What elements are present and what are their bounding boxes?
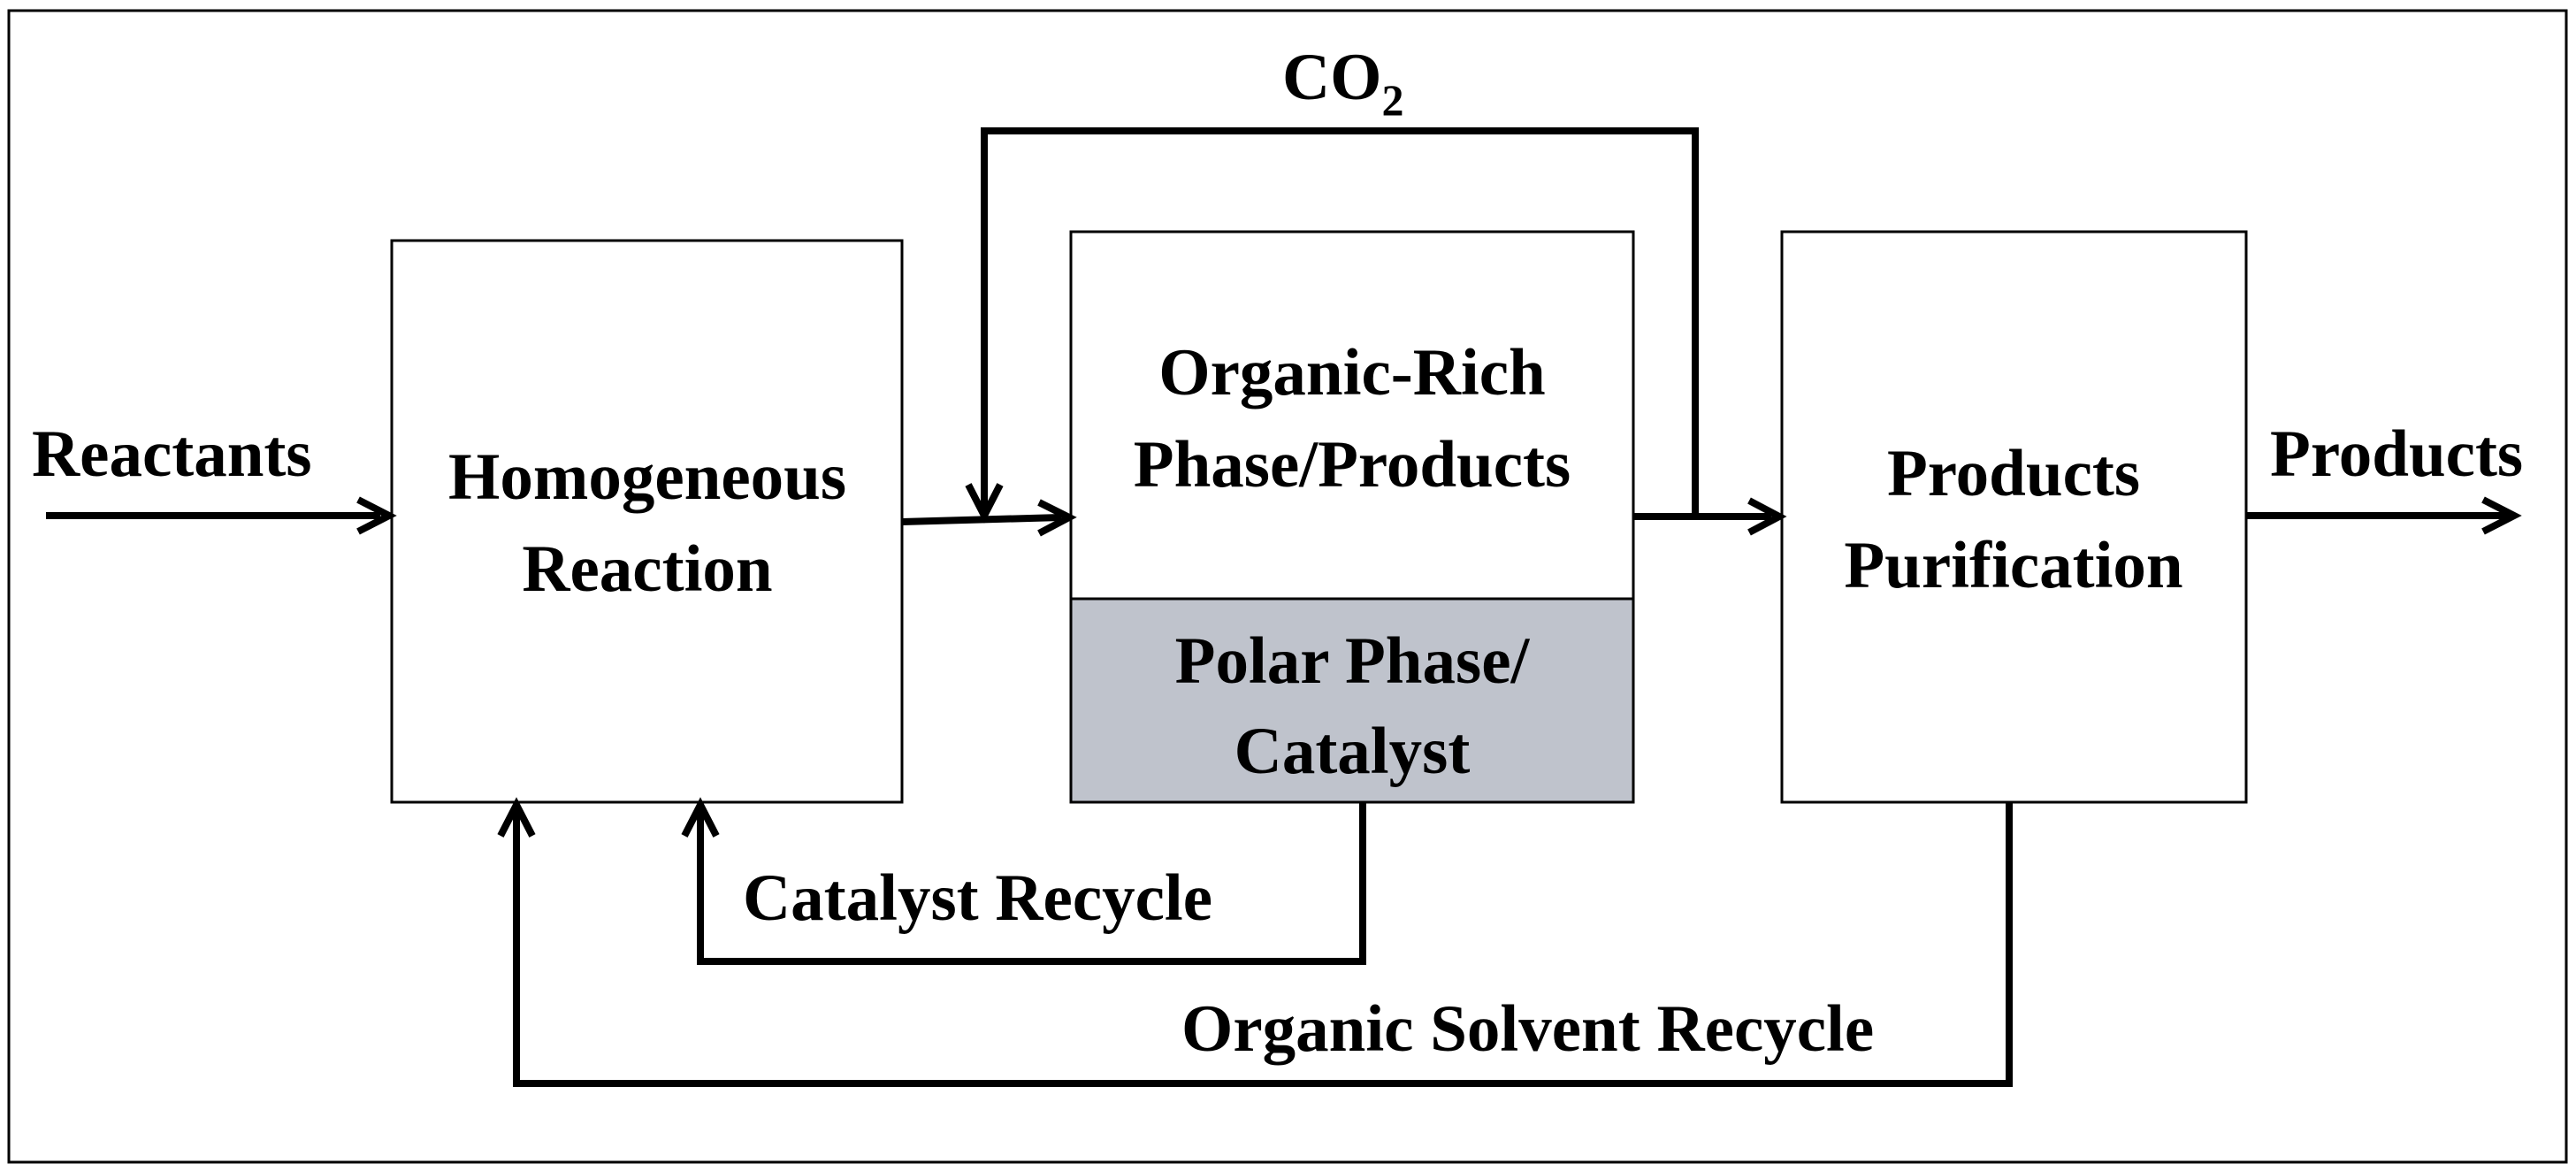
polar-phase-catalyst-box	[1069, 597, 1635, 804]
separator-to-purification-head	[1747, 497, 1787, 536]
co2-label-subscript: 2	[1382, 75, 1404, 125]
reaction-to-separator-head	[1037, 499, 1077, 537]
co2-recycle-line	[981, 127, 1699, 516]
products-output-label: Products	[2270, 417, 2523, 491]
co2-label-main: CO	[1282, 41, 1382, 114]
catalyst-recycle-head	[681, 797, 720, 838]
catalyst-recycle-line	[697, 802, 1366, 965]
organic-solvent-recycle-head	[497, 797, 536, 838]
catalyst-recycle-label: Catalyst Recycle	[743, 861, 1212, 935]
homogeneous-reaction-line1: Homogeneous	[448, 440, 846, 514]
homogeneous-reaction-line2: Reaction	[522, 532, 772, 606]
organic-rich-line2: Phase/Products	[1134, 428, 1571, 501]
organic-solvent-recycle-line	[513, 802, 2013, 1087]
homogeneous-reaction-box	[390, 239, 904, 804]
co2-recycle-head	[965, 483, 1004, 524]
co2-label: CO2	[1282, 41, 1404, 125]
polar-phase-line1: Polar Phase/	[1175, 624, 1531, 698]
reaction-to-separator-line	[901, 514, 1062, 525]
products-purification-line1: Products	[1887, 437, 2140, 510]
products-purification-box	[1780, 230, 2248, 804]
organic-solvent-recycle-label: Organic Solvent Recycle	[1181, 992, 1874, 1066]
polar-phase-line2: Catalyst	[1234, 715, 1471, 788]
products-purification-line2: Purification	[1844, 529, 2182, 602]
organic-rich-phase-box	[1069, 230, 1635, 601]
reactants-label: Reactants	[32, 417, 312, 491]
products-out-head	[2481, 496, 2522, 535]
organic-rich-line1: Organic-Rich	[1158, 336, 1545, 409]
reactants-arrow-head	[356, 496, 397, 535]
